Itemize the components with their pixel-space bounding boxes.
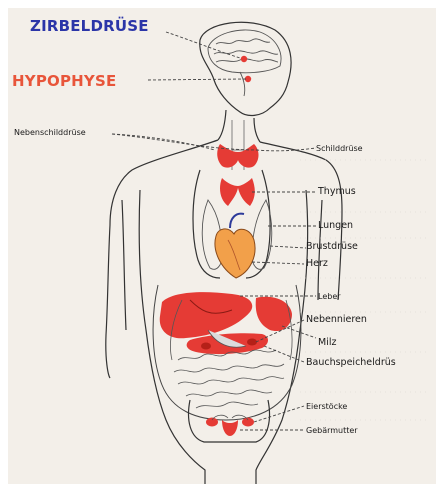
label-nebennieren: Nebennieren — [306, 314, 367, 326]
label-brustdruese: Brustdrüse — [306, 241, 358, 253]
leader-lines — [112, 32, 316, 430]
thyroid-gland — [217, 144, 258, 168]
ovary-left — [206, 418, 218, 427]
label-nebenschilddruese: Nebenschilddrüse — [14, 127, 86, 139]
label-herz: Herz — [306, 258, 328, 270]
label-thymus: Thymus — [318, 186, 356, 198]
label-leber: Leber — [318, 291, 341, 303]
adrenal-gland-right — [247, 339, 257, 346]
thymus-gland — [220, 178, 255, 206]
label-lungen: Lungen — [318, 220, 353, 232]
adrenal-gland-left — [201, 343, 211, 350]
uterus — [222, 420, 238, 436]
label-bauchspeicheldruese: Bauchspeicheldrüs — [306, 357, 396, 369]
scan-texture — [300, 160, 430, 420]
label-schilddruese: Schilddrüse — [316, 143, 363, 155]
heart — [215, 214, 255, 278]
label-zirbeldruese: ZIRBELDRÜSE — [30, 18, 149, 35]
pineal-gland-mark — [241, 56, 247, 62]
brain — [208, 30, 281, 96]
ovary-right — [242, 418, 254, 427]
label-hypophyse: HYPOPHYSE — [12, 73, 116, 90]
label-gebaermutter: Gebärmutter — [306, 425, 358, 437]
label-milz: Milz — [318, 337, 336, 349]
liver — [160, 292, 253, 338]
label-eierstoecke: Eierstöcke — [306, 401, 347, 413]
